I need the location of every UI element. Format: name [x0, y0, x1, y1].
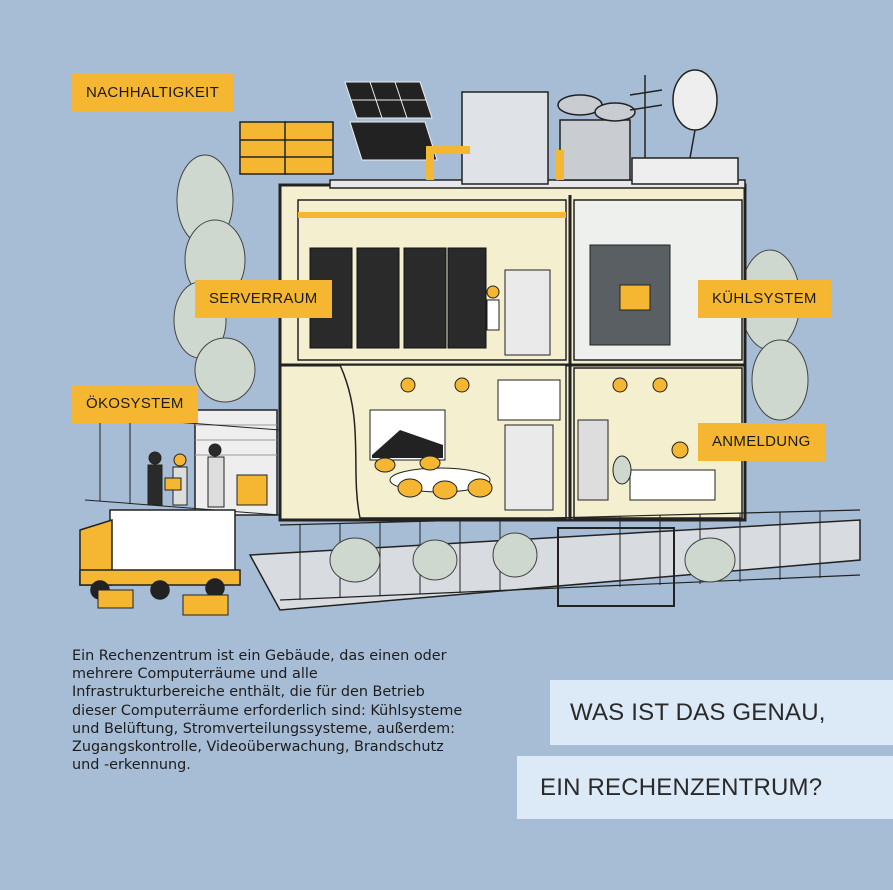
garage	[194, 409, 278, 516]
pipes	[426, 146, 564, 180]
boxes	[97, 589, 229, 616]
rooftop-fans	[557, 94, 636, 181]
workers	[147, 443, 225, 508]
label-server-room: SERVERRAUM	[195, 280, 332, 318]
data-center-illustration	[79, 69, 861, 616]
gate	[557, 527, 675, 607]
beehives	[239, 121, 334, 175]
label-sustainability: NACHHALTIGKEIT	[72, 74, 234, 112]
satellite-dish	[629, 69, 739, 185]
delivery-truck	[79, 509, 241, 600]
cooling-room	[573, 199, 743, 361]
label-reception: ANMELDUNG	[698, 423, 825, 461]
description-text: Ein Rechenzentrum ist ein Gebäude, das e…	[72, 648, 463, 774]
label-cooling-system: KÜHLSYSTEM	[698, 280, 831, 318]
solar-panels	[344, 81, 438, 161]
server-room	[297, 199, 567, 361]
trees	[329, 532, 736, 583]
rooftop-cooling-unit	[461, 91, 549, 185]
headline-line-2: EIN RECHENZENTRUM?	[517, 756, 893, 819]
meeting-room	[338, 364, 567, 519]
headline-line-1: WAS IST DAS GENAU,	[550, 680, 893, 745]
reception-room	[573, 367, 743, 519]
fence	[279, 509, 861, 601]
label-ecosystem: ÖKOSYSTEM	[72, 385, 198, 423]
